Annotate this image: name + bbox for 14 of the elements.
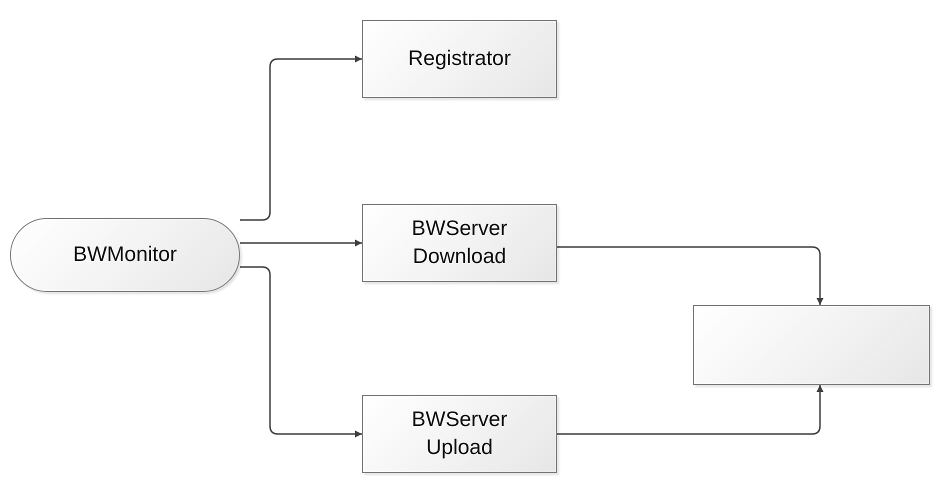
arrow — [240, 266, 362, 438]
process-box — [362, 204, 557, 282]
arrow — [557, 246, 824, 305]
process-box — [362, 395, 557, 473]
node-label: BWServer Download — [410, 216, 508, 270]
process-box — [693, 305, 930, 385]
node-label: Registrator — [407, 46, 512, 72]
arrow — [557, 385, 824, 435]
process-box — [362, 20, 557, 98]
arrow — [240, 240, 362, 246]
node-label: BWServer Upload — [410, 406, 508, 461]
terminal-shape — [10, 218, 240, 292]
node-label: BWMonitor — [72, 242, 178, 268]
arrow — [240, 56, 362, 221]
